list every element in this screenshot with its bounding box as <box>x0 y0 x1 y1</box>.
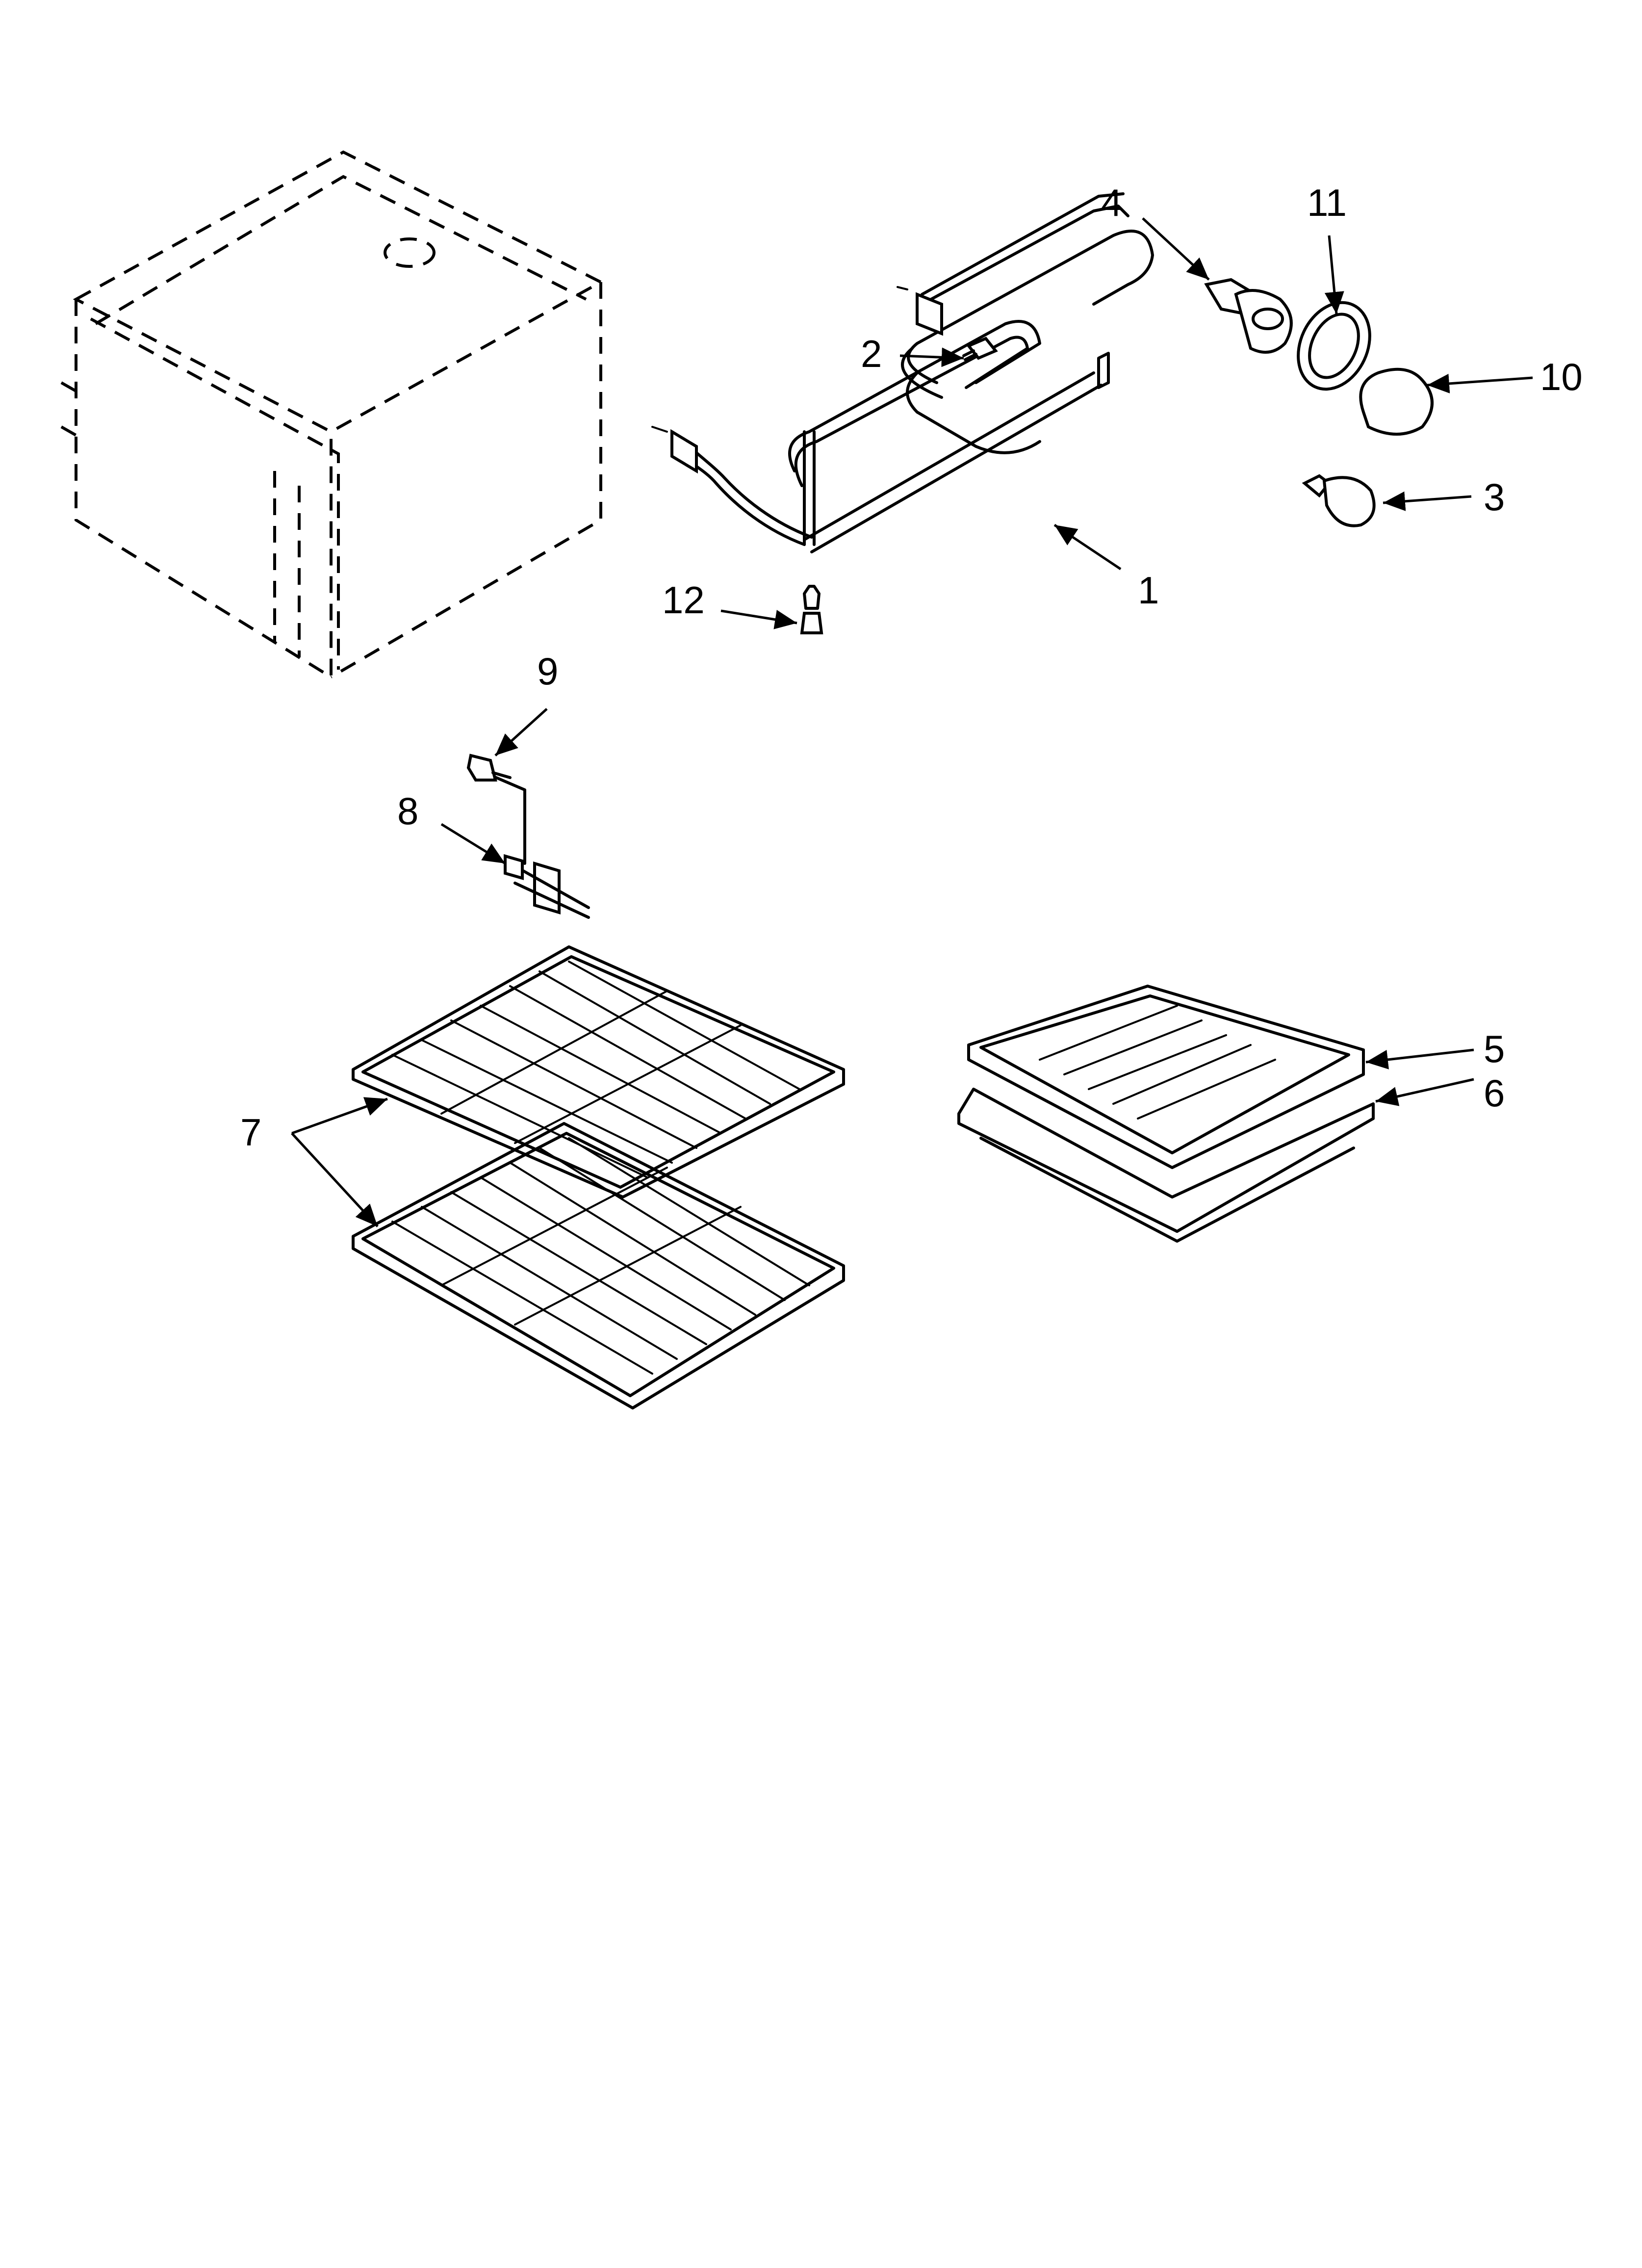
arrow-6 <box>1375 1078 1474 1106</box>
callout-4: 4 <box>1101 181 1122 224</box>
arrow-7a <box>291 1097 388 1135</box>
arrow-9 <box>494 708 548 756</box>
callout-12: 12 <box>662 578 705 622</box>
oven-cavity-outline <box>60 150 604 680</box>
screw-2 <box>962 337 998 361</box>
arrow-12 <box>720 609 797 629</box>
arrow-10 <box>1427 373 1533 393</box>
callout-8: 8 <box>397 789 418 833</box>
callout-9: 9 <box>537 650 558 693</box>
broiler-pan <box>957 1088 1375 1243</box>
arrow-2 <box>899 347 964 367</box>
broil-element <box>651 192 1154 553</box>
callout-arrows <box>291 217 1533 1227</box>
oven-rack-upper <box>352 945 845 1199</box>
callout-6: 6 <box>1484 1071 1505 1115</box>
arrow-5 <box>1365 1048 1474 1069</box>
callout-10: 10 <box>1540 355 1583 398</box>
light-gasket <box>1297 301 1371 391</box>
arrow-1 <box>1053 523 1122 571</box>
callout-3: 3 <box>1484 475 1505 519</box>
arrow-8 <box>440 823 506 865</box>
callout-labels: 1 2 3 4 5 6 7 8 9 10 11 12 <box>240 181 1583 1154</box>
light-socket <box>1204 278 1293 354</box>
arrow-3 <box>1383 491 1472 511</box>
oven-rack-lower <box>352 1122 845 1409</box>
light-bulb <box>1302 474 1376 527</box>
broiler-grid <box>967 985 1365 1169</box>
arrow-11 <box>1324 235 1344 314</box>
arrow-7b <box>291 1132 379 1227</box>
callout-5: 5 <box>1484 1027 1505 1070</box>
screw-9 <box>466 754 512 782</box>
callout-1: 1 <box>1138 569 1159 612</box>
callout-7: 7 <box>240 1111 261 1154</box>
screw-12 <box>800 585 823 634</box>
oven-sensor <box>489 774 590 919</box>
callout-2: 2 <box>861 332 882 375</box>
arrow-4 <box>1142 217 1210 281</box>
callout-11: 11 <box>1307 181 1347 224</box>
light-lens <box>1359 367 1434 436</box>
